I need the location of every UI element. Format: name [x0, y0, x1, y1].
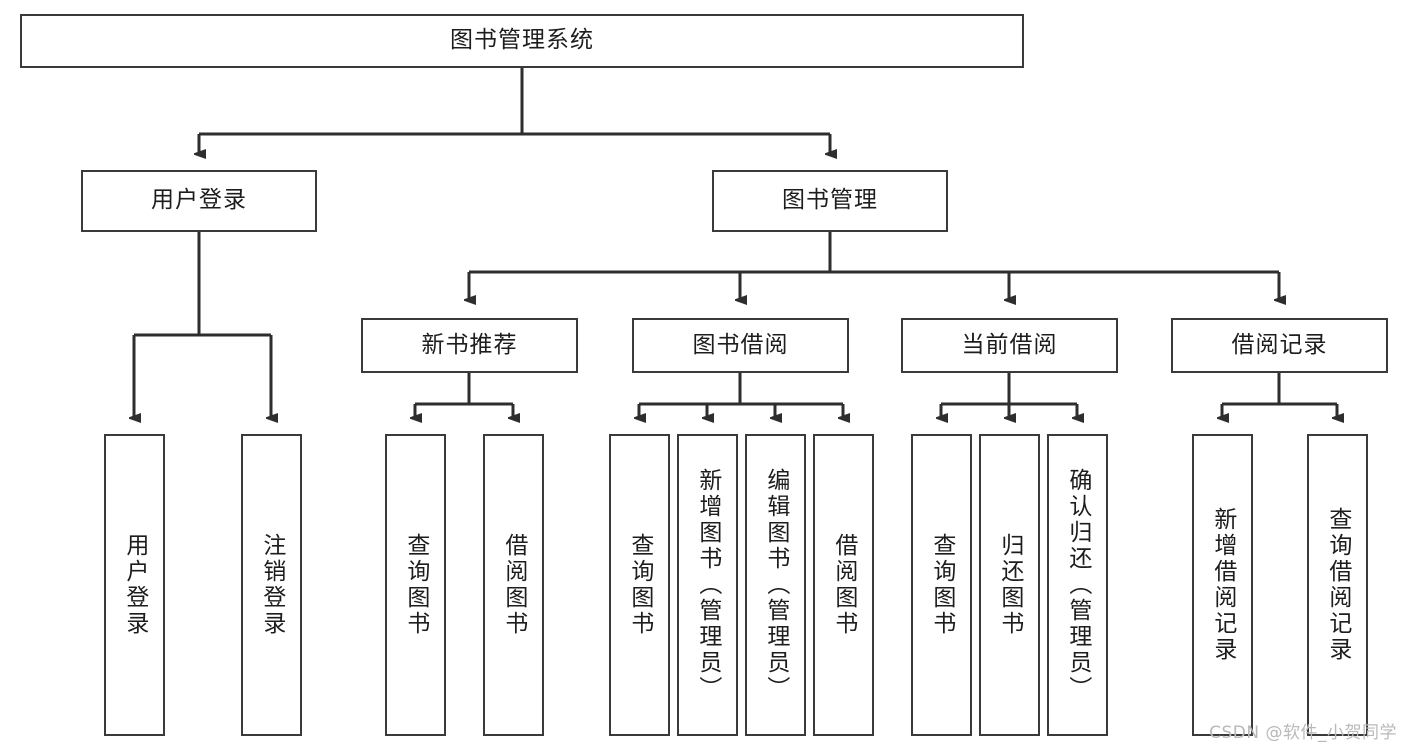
node-label: 借阅图书	[830, 533, 857, 637]
leaf-current-confirm-return[interactable]: 确认归还（管理员）	[1047, 434, 1108, 736]
leaf-user-login-logout[interactable]: 注销登录	[241, 434, 302, 736]
leaf-borrow-edit-book[interactable]: 编辑图书（管理员）	[745, 434, 806, 736]
node-label: 借阅图书	[500, 533, 527, 637]
node-label: 新增借阅记录	[1209, 507, 1236, 663]
node-label: 用户登录	[121, 533, 148, 637]
node-borrow-record[interactable]: 借阅记录	[1171, 318, 1388, 373]
node-label: 编辑图书（管理员）	[762, 468, 789, 702]
node-user-login[interactable]: 用户登录	[81, 170, 317, 232]
leaf-recommend-query-book[interactable]: 查询图书	[385, 434, 446, 736]
leaf-record-query-record[interactable]: 查询借阅记录	[1307, 434, 1368, 736]
node-label: 用户登录	[151, 187, 247, 214]
node-label: 查询借阅记录	[1324, 507, 1351, 663]
node-book-management[interactable]: 图书管理	[712, 170, 948, 232]
node-label: 注销登录	[258, 533, 285, 637]
node-label: 新增图书（管理员）	[694, 468, 721, 702]
leaf-current-query-book[interactable]: 查询图书	[911, 434, 972, 736]
node-book-borrow[interactable]: 图书借阅	[632, 318, 849, 373]
node-label: 确认归还（管理员）	[1064, 468, 1091, 702]
node-label: 图书管理系统	[450, 27, 594, 54]
node-label: 图书管理	[782, 187, 878, 214]
node-new-book-recommend[interactable]: 新书推荐	[361, 318, 578, 373]
node-label: 查询图书	[928, 533, 955, 637]
leaf-current-return-book[interactable]: 归还图书	[979, 434, 1040, 736]
node-label: 新书推荐	[421, 331, 518, 358]
node-label: 查询图书	[402, 533, 429, 637]
node-label: 查询图书	[626, 533, 653, 637]
leaf-recommend-borrow-book[interactable]: 借阅图书	[483, 434, 544, 736]
leaf-record-add-record[interactable]: 新增借阅记录	[1192, 434, 1253, 736]
node-root-system[interactable]: 图书管理系统	[20, 14, 1024, 68]
leaf-borrow-add-book[interactable]: 新增图书（管理员）	[677, 434, 738, 736]
node-label: 借阅记录	[1231, 331, 1328, 358]
node-label: 当前借阅	[961, 331, 1058, 358]
leaf-borrow-borrow-book[interactable]: 借阅图书	[813, 434, 874, 736]
node-current-borrow[interactable]: 当前借阅	[901, 318, 1118, 373]
csdn-watermark: CSDN @软件_小贺同学	[1209, 723, 1397, 743]
leaf-borrow-query-book[interactable]: 查询图书	[609, 434, 670, 736]
leaf-user-login-login[interactable]: 用户登录	[104, 434, 165, 736]
node-label: 图书借阅	[692, 331, 789, 358]
node-label: 归还图书	[996, 533, 1023, 637]
